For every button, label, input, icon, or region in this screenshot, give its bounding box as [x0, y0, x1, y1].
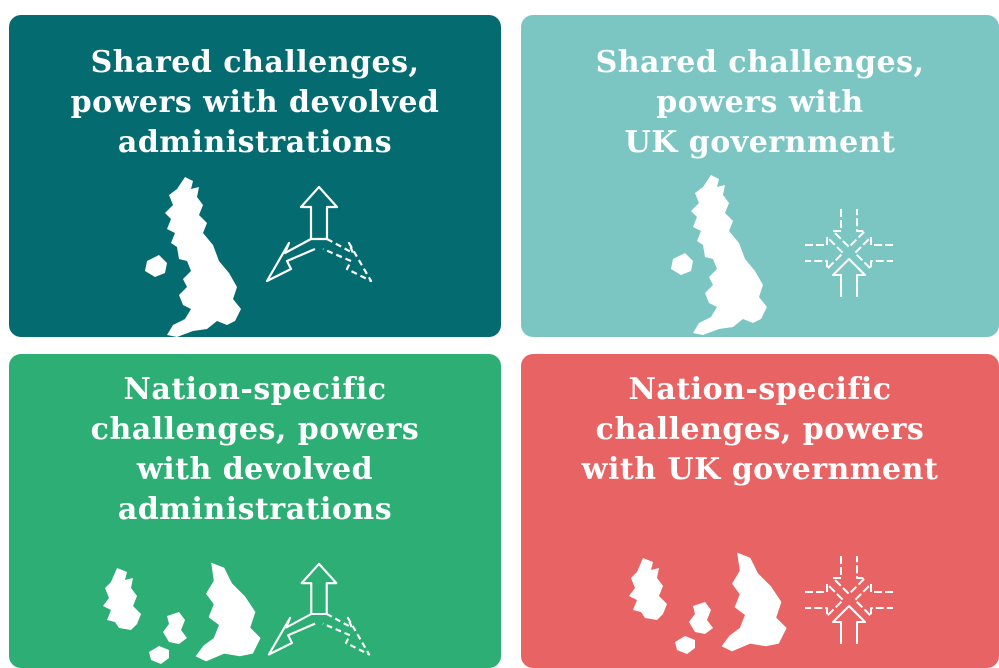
card-title: Shared challenges, powers with UK govern…: [521, 43, 999, 163]
card-nation-specific-uk-government: Nation-specific challenges, powers with …: [521, 354, 999, 668]
converging-arrows-icon: [805, 556, 893, 644]
title-line: administrations: [117, 492, 393, 527]
diverging-arrows-icon: [267, 562, 371, 656]
card-title: Shared challenges, powers with devolved …: [9, 43, 501, 163]
converging-arrows-icon: [805, 209, 893, 297]
card-title: Nation-specific challenges, powers with …: [521, 370, 999, 490]
title-line: powers with: [656, 85, 864, 120]
title-line: challenges, powers: [595, 412, 925, 447]
separated-nations-map-icon: [103, 562, 261, 664]
title-line: Nation-specific: [123, 372, 387, 407]
title-line: with UK government: [581, 452, 939, 487]
title-line: Shared challenges,: [90, 45, 420, 80]
card-shared-devolved: Shared challenges, powers with devolved …: [9, 15, 501, 337]
title-line: Nation-specific: [628, 372, 892, 407]
diverging-arrows-icon: [265, 185, 373, 283]
uk-map-icon: [145, 177, 241, 337]
card-shared-uk-government: Shared challenges, powers with UK govern…: [521, 15, 999, 337]
title-line: with devolved: [136, 452, 374, 487]
title-line: UK government: [624, 125, 896, 160]
title-line: challenges, powers: [90, 412, 420, 447]
title-line: powers with devolved: [70, 85, 440, 120]
separated-nations-map-icon: [629, 552, 787, 654]
uk-map-icon: [671, 175, 767, 335]
title-line: administrations: [117, 125, 393, 160]
title-line: Shared challenges,: [595, 45, 925, 80]
card-title: Nation-specific challenges, powers with …: [9, 370, 501, 530]
card-nation-specific-devolved: Nation-specific challenges, powers with …: [9, 354, 501, 668]
